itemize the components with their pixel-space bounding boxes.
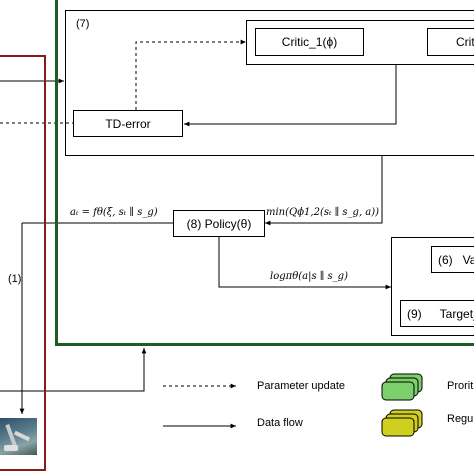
legend-regular: Regu <box>447 413 474 425</box>
value-target-container <box>391 237 474 336</box>
td-error-label: TD-error <box>105 116 151 131</box>
priority-buffer-icon <box>381 373 423 401</box>
critic-1-box: Critic_1(ϕ) <box>255 28 364 56</box>
critic-1-label: Critic_1(ϕ) <box>281 35 338 49</box>
regular-buffer-icon <box>381 409 423 437</box>
target-box: (9) Target_ <box>400 300 474 327</box>
critic-container <box>246 20 474 65</box>
value-number: (6) <box>438 252 453 267</box>
env-feedback-arrow <box>0 348 147 392</box>
policy-to-value-arrow <box>218 237 391 290</box>
log-pi-equation: logπθ(a|s ∥ s_g) <box>270 271 348 282</box>
robot-arm-image <box>0 418 37 455</box>
policy-box: (8) Policy(θ) <box>173 210 265 237</box>
critic-2-label: Critic <box>456 35 474 49</box>
critic-section-frame <box>65 10 474 156</box>
critic-2-box: Critic <box>427 28 474 56</box>
arrow-1-label: (1) <box>8 273 22 285</box>
target-number: (9) <box>407 306 422 321</box>
td-to-critic-update-arrow <box>135 39 246 110</box>
legend-parameter-update: Parameter update <box>257 380 346 392</box>
environment-frame <box>0 55 46 471</box>
value-label: Va <box>462 252 474 267</box>
target-label: Target_ <box>439 306 474 321</box>
critic-to-td-arrow <box>184 65 397 127</box>
legend-data-flow: Data flow <box>257 417 303 429</box>
minq-to-policy-arrow <box>265 155 383 226</box>
action-equation: aₜ = fθ(ξ, sₜ ∥ s_g) <box>70 207 158 218</box>
min-q-equation: min(Qϕ1,2(sₜ ∥ s_g, a)) <box>266 207 380 218</box>
agent-frame <box>55 0 474 346</box>
policy-label: (8) Policy(θ) <box>186 216 252 231</box>
value-box: (6) Va <box>431 246 474 273</box>
legend-priority: Prorit <box>447 380 474 392</box>
td-error-box: TD-error <box>73 110 183 137</box>
section-7-label: (7) <box>76 18 90 30</box>
